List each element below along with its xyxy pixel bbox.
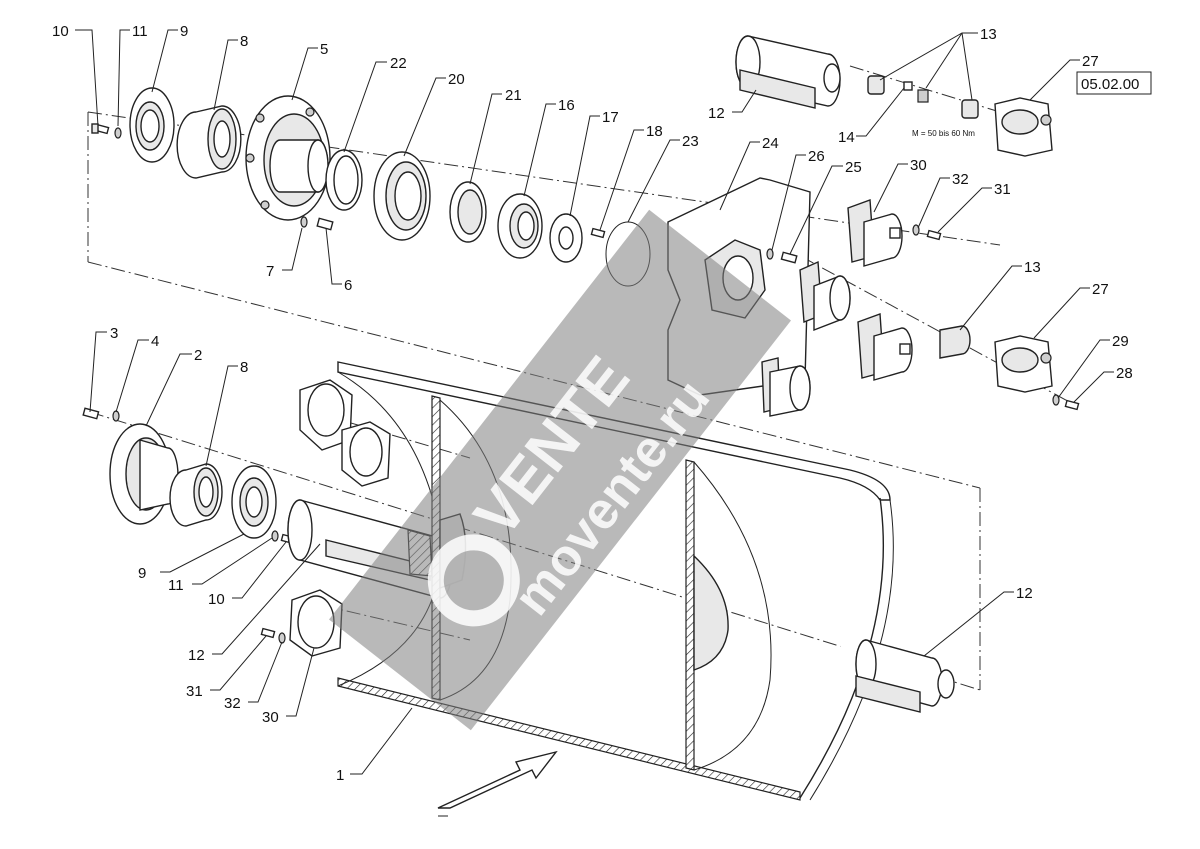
ring-21	[449, 181, 487, 243]
reference-box: 05.02.00	[1076, 71, 1152, 95]
screw-28	[1064, 399, 1080, 411]
label-17: 17	[602, 109, 619, 126]
label-28: 28	[1116, 365, 1133, 382]
label-3: 3	[110, 325, 118, 342]
drum-motor-12-top	[735, 35, 841, 109]
torque-note: M = 50 bis 60 Nm	[912, 129, 975, 138]
reference-code: 05.02.00	[1081, 76, 1139, 93]
label-13-top: 13	[980, 26, 997, 43]
watermark: VENTE movente.ru	[329, 209, 791, 731]
label-11-bottom: 11	[168, 577, 184, 594]
label-23: 23	[682, 133, 699, 150]
label-30-top: 30	[910, 157, 927, 174]
label-24: 24	[762, 135, 779, 152]
label-8-bottom: 8	[240, 359, 248, 376]
label-13-right: 13	[1024, 259, 1041, 276]
part-number-labels: 10 11 9 8 5 22 20 21 16 17 18 23 24 26 2…	[52, 23, 1133, 784]
label-14: 14	[838, 129, 855, 146]
label-8-top: 8	[240, 33, 248, 50]
pump-27-top	[994, 97, 1053, 157]
motor-center	[857, 313, 913, 381]
label-12-right: 12	[1016, 585, 1033, 602]
flange-2	[109, 423, 179, 525]
label-4: 4	[151, 333, 159, 350]
label-21: 21	[505, 87, 522, 104]
bearing-16	[497, 193, 543, 259]
label-18: 18	[646, 123, 663, 140]
label-29: 29	[1112, 333, 1129, 350]
label-6: 6	[344, 277, 352, 294]
label-20: 20	[448, 71, 465, 88]
label-9-top: 9	[180, 23, 188, 40]
label-10-top: 10	[52, 23, 69, 40]
washer-11-bottom	[271, 530, 279, 542]
drum-motor-12-right	[855, 639, 955, 713]
label-11-top: 11	[132, 23, 148, 40]
screw-31-bottom	[260, 627, 276, 639]
screw-18	[590, 227, 606, 239]
bearing-8-bottom	[169, 463, 223, 527]
hydraulic-motor-30-top	[847, 199, 903, 267]
label-27-top: 27	[1082, 53, 1099, 70]
label-12-left: 12	[188, 647, 205, 664]
screw-3	[82, 407, 100, 420]
motor-upper-right	[799, 260, 851, 332]
lock-plate-17	[549, 213, 583, 263]
bearing-housing-5	[245, 95, 331, 221]
ring-22	[325, 149, 363, 211]
label-5: 5	[320, 41, 328, 58]
label-31-bottom: 31	[186, 683, 203, 700]
label-16: 16	[558, 97, 575, 114]
seal-20	[373, 151, 431, 241]
coupling-13-top	[867, 75, 979, 119]
label-9-bottom: 9	[138, 565, 146, 582]
motor-30-cover-middle	[341, 421, 391, 487]
screw-31-top	[926, 229, 942, 241]
washer-7	[300, 216, 308, 228]
washer-26	[766, 248, 774, 260]
label-12-top: 12	[708, 105, 725, 122]
label-2: 2	[194, 347, 202, 364]
label-10-bottom: 10	[208, 591, 225, 608]
screw-25	[780, 251, 798, 264]
label-7: 7	[266, 263, 274, 280]
label-27-right: 27	[1092, 281, 1109, 298]
washer-29	[1052, 394, 1060, 406]
cover-9-top	[129, 87, 175, 163]
washer-32-top	[912, 224, 920, 236]
label-25: 25	[845, 159, 862, 176]
washer-32-bottom	[278, 632, 286, 644]
label-26: 26	[808, 148, 825, 165]
label-31-top: 31	[994, 181, 1011, 198]
screw-6	[316, 217, 334, 231]
screw-10-top	[91, 123, 110, 135]
leader-lines	[75, 29, 1114, 775]
washer-4	[112, 410, 120, 422]
cover-9-bottom	[231, 465, 277, 539]
label-30-bottom: 30	[262, 709, 279, 726]
motor-lower-left	[761, 357, 811, 417]
bearing-8-top	[176, 105, 242, 179]
coupling-13-right	[939, 325, 971, 359]
label-32-top: 32	[952, 171, 969, 188]
direction-arrow	[437, 750, 558, 809]
label-1: 1	[336, 767, 344, 784]
washer-11-top	[114, 127, 122, 139]
label-22: 22	[390, 55, 407, 72]
pump-27-right	[994, 335, 1053, 393]
label-32-bottom: 32	[224, 695, 241, 712]
